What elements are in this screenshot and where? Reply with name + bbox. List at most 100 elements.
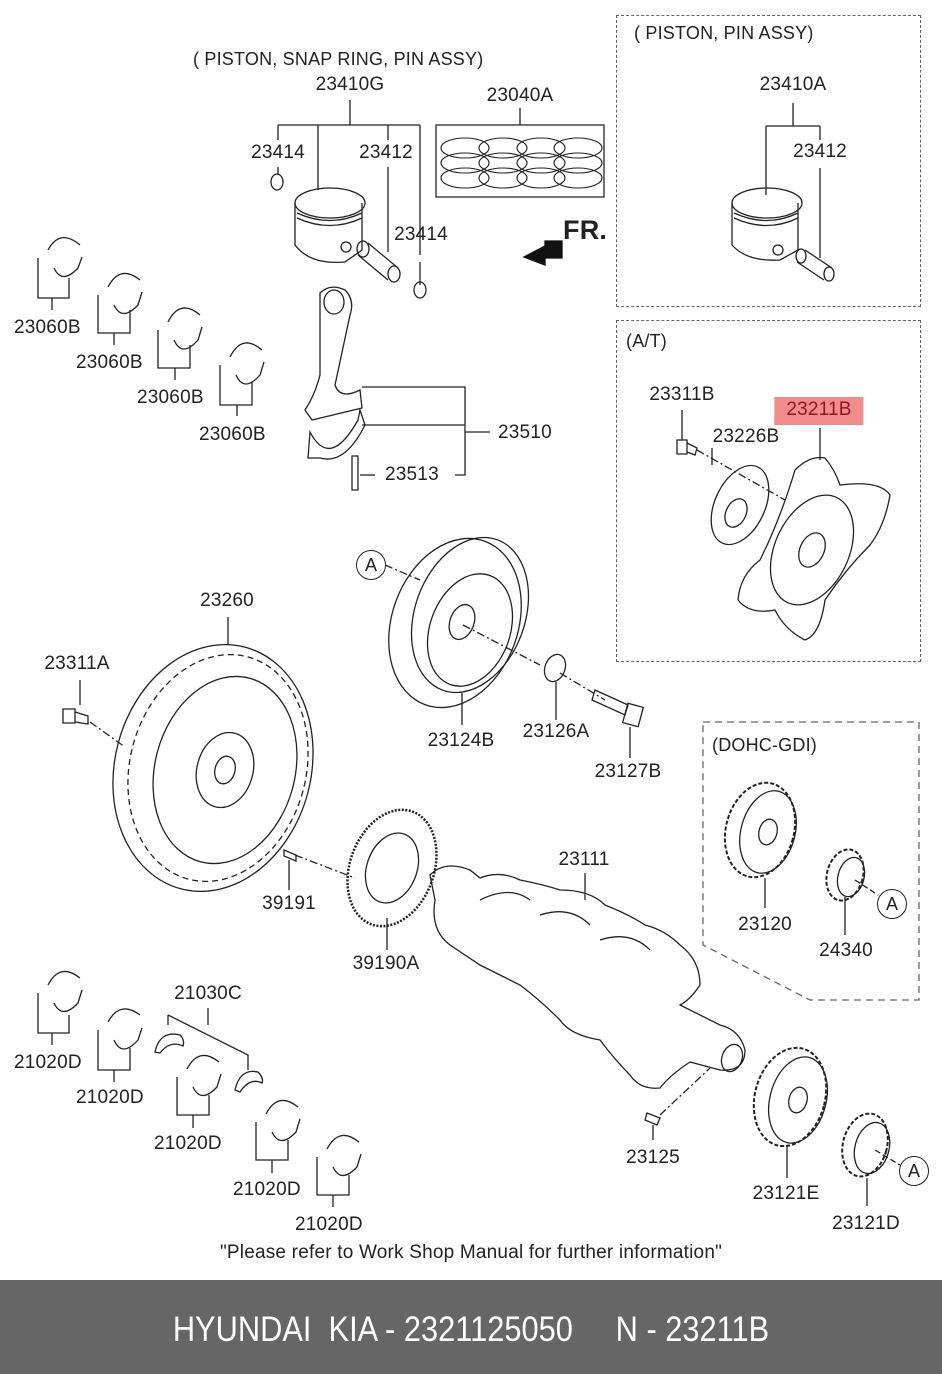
part-label-23311A[interactable]: 23311A	[44, 653, 110, 674]
piston-icon	[732, 188, 802, 260]
bearing-shell-icon	[256, 1100, 300, 1173]
center-line	[855, 880, 878, 895]
pin-icon	[284, 850, 296, 861]
part-label-23412[interactable]: 23412	[793, 141, 847, 162]
reference-marker-a: A	[877, 889, 907, 919]
thrust-washer-icon	[155, 1034, 184, 1053]
part-label-23060B[interactable]: 23060B	[76, 352, 143, 373]
timing-gear-icon	[835, 1108, 895, 1181]
part-label-21020D[interactable]: 21020D	[154, 1133, 222, 1154]
part-label-39191[interactable]: 39191	[262, 893, 316, 914]
part-label-23060B[interactable]: 23060B	[14, 317, 81, 338]
leader-23260	[80, 617, 228, 705]
connecting-rod-icon	[305, 287, 365, 459]
center-line	[875, 1150, 900, 1165]
part-label-23260[interactable]: 23260	[200, 590, 254, 611]
part-label-21020D[interactable]: 21020D	[14, 1052, 82, 1073]
front-direction-label: FR.	[563, 215, 608, 245]
key-icon	[645, 1113, 660, 1125]
flex-plate-washer-icon	[700, 456, 781, 553]
snap-ring-icon	[414, 282, 426, 298]
leader-23125	[653, 1125, 867, 1206]
piston-rings-box	[436, 125, 604, 197]
bearing-shell-icon	[98, 1009, 142, 1082]
group-box-dohc-gdi	[703, 722, 919, 1000]
balance-shaft-gear-icon	[715, 775, 806, 885]
bearing-shell-icon	[38, 238, 82, 310]
leader-23120	[765, 878, 845, 935]
bearing-shell-icon	[98, 273, 142, 345]
part-label-23127B[interactable]: 23127B	[594, 761, 662, 782]
part-label-23410A[interactable]: 23410A	[759, 74, 827, 95]
part-label-23121D[interactable]: 23121D	[832, 1213, 900, 1234]
piston-icon	[295, 188, 365, 262]
part-label-23121E[interactable]: 23121E	[752, 1183, 820, 1204]
front-arrow-icon	[524, 241, 562, 265]
thrust-washer-icon	[235, 1071, 263, 1092]
part-label-23226B[interactable]: 23226B	[712, 426, 780, 447]
part-label-23040A[interactable]: 23040A	[486, 85, 554, 106]
part-label-23060B[interactable]: 23060B	[199, 424, 266, 445]
part-label-21020D[interactable]: 21020D	[233, 1179, 301, 1200]
part-label-23126A[interactable]: 23126A	[522, 721, 590, 742]
flywheel-icon	[86, 622, 340, 914]
washer-icon	[541, 651, 569, 684]
line-art	[0, 0, 942, 1278]
leader-23410A	[766, 103, 820, 258]
reference-marker-a: A	[899, 1156, 929, 1186]
leader-23410G	[278, 100, 420, 285]
bolt-icon	[592, 690, 643, 727]
part-label-21020D[interactable]: 21020D	[76, 1087, 144, 1108]
drive-plate-icon	[738, 458, 890, 641]
part-number-banner: HYUNDAI KIA - 2321125050 N - 23211B	[0, 1280, 942, 1374]
crankshaft-icon	[430, 866, 746, 1088]
part-number-text: HYUNDAI KIA - 2321125050 N - 23211B	[172, 1310, 770, 1349]
part-label-23414[interactable]: 23414	[394, 224, 448, 245]
part-label-21020D[interactable]: 21020D	[295, 1214, 363, 1235]
piston-pin-icon	[796, 249, 834, 281]
center-line	[660, 1068, 710, 1115]
bearing-shell-icon	[220, 343, 264, 416]
part-label-23311B[interactable]: 23311B	[649, 384, 715, 405]
part-label-23513[interactable]: 23513	[385, 464, 439, 485]
part-label-23124B[interactable]: 23124B	[427, 730, 495, 751]
group-title-piston-pin-assy: ( PISTON, PIN ASSY)	[634, 23, 814, 43]
balance-shaft-gear-icon	[821, 845, 869, 905]
bearing-shell-icon	[38, 971, 82, 1045]
part-label-39190A[interactable]: 39190A	[352, 953, 420, 974]
part-label-23412[interactable]: 23412	[359, 142, 413, 163]
group-title-piston-snap-ring-pin-assy: ( PISTON, SNAP RING, PIN ASSY)	[193, 49, 484, 69]
crankshaft-pulley-icon	[366, 520, 549, 727]
part-label-23125[interactable]: 23125	[626, 1147, 680, 1168]
part-label-23211B-highlighted[interactable]: 23211B	[774, 397, 864, 425]
snap-ring-icon	[271, 174, 283, 190]
group-box-at	[616, 320, 921, 662]
center-line	[697, 450, 785, 500]
leader-23510	[362, 387, 490, 475]
part-label-23410G[interactable]: 23410G	[315, 74, 385, 95]
workshop-manual-note: "Please refer to Work Shop Manual for fu…	[219, 1242, 723, 1263]
leader-39191	[289, 860, 585, 950]
leader-21030C	[168, 1008, 248, 1070]
part-label-23510[interactable]: 23510	[498, 422, 552, 443]
bearing-shell-icon	[177, 1055, 221, 1128]
part-label-23060B[interactable]: 23060B	[137, 387, 204, 408]
leader-23124B	[462, 682, 630, 758]
parts-diagram: ( PISTON, SNAP RING, PIN ASSY) ( PISTON,…	[0, 0, 942, 1278]
reference-marker-a: A	[356, 550, 386, 580]
bolt-icon	[352, 456, 358, 490]
part-label-21030C[interactable]: 21030C	[174, 983, 242, 1004]
group-title-dohc-gdi: (DOHC-GDI)	[712, 735, 817, 755]
bolt-icon	[677, 440, 697, 455]
part-label-23414[interactable]: 23414	[251, 142, 305, 163]
part-label-23120[interactable]: 23120	[738, 914, 792, 935]
bearing-shell-icon	[158, 308, 202, 380]
center-line	[385, 565, 605, 700]
timing-gear-icon	[743, 1040, 836, 1155]
part-label-23111[interactable]: 23111	[558, 849, 610, 870]
center-line	[90, 722, 355, 878]
group-title-at: (A/T)	[626, 331, 667, 351]
leader-23311B	[682, 410, 820, 465]
piston-rings-icon	[441, 138, 602, 188]
part-label-24340[interactable]: 24340	[819, 940, 873, 961]
